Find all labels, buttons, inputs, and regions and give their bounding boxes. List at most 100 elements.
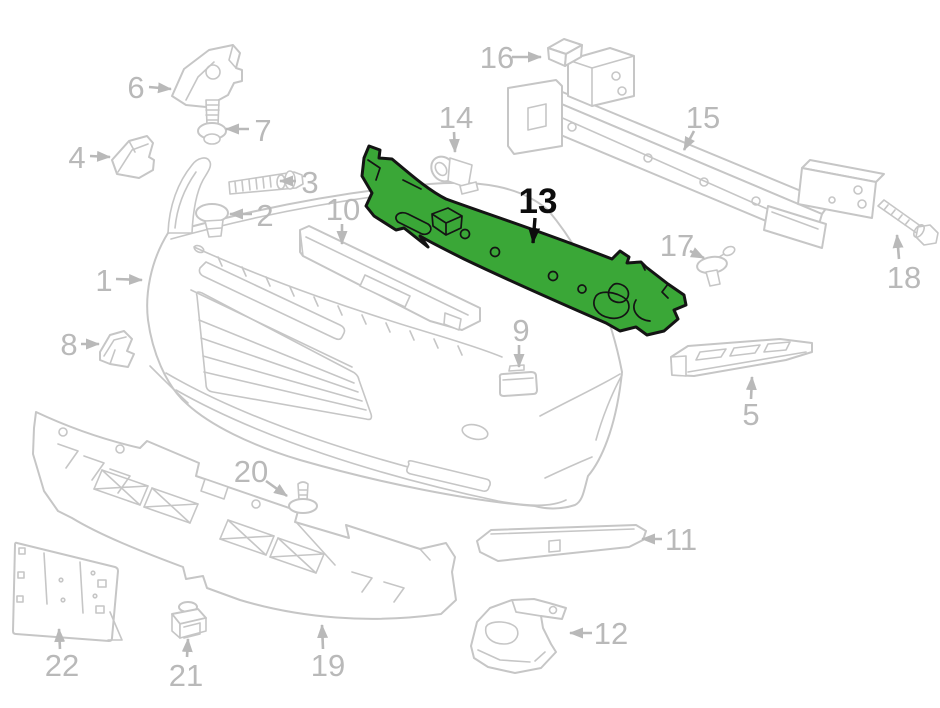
reinforcement-hole	[459, 228, 471, 240]
trim-outline	[476, 524, 647, 562]
screw-stem	[297, 481, 309, 501]
part-13-bumper-reinforcement-highlighted[interactable]	[360, 144, 688, 337]
callout-arrow-20	[265, 479, 288, 498]
rail-bottom-line	[687, 351, 807, 373]
callout-label-6[interactable]: 6	[127, 70, 144, 105]
callout-label-11[interactable]: 11	[665, 522, 697, 557]
bracket-creases	[185, 44, 237, 101]
beam-hole	[857, 199, 867, 209]
screw-base	[203, 133, 221, 145]
bolt-threads	[883, 204, 910, 226]
bracket-hole	[359, 274, 411, 308]
bolt-head	[915, 224, 939, 246]
fog-bracket-oval	[484, 621, 519, 645]
part-17-push-pin[interactable]	[696, 245, 736, 287]
callout-label-4[interactable]: 4	[68, 140, 85, 175]
callout-label-3[interactable]: 3	[301, 165, 318, 200]
callout-arrow-18	[892, 234, 904, 260]
cover-corner-horn	[167, 157, 212, 234]
cover-right-crease-vertical	[595, 374, 623, 441]
callout-label-10[interactable]: 10	[326, 192, 360, 227]
bracket-left-face	[299, 229, 304, 257]
undertray-tab	[200, 478, 229, 500]
callout-arrow-14	[448, 131, 460, 153]
callout-arrow-21	[181, 638, 193, 658]
reinforcement-hole	[489, 246, 501, 258]
plate-dot	[60, 597, 66, 603]
horn-crease	[174, 171, 197, 229]
bracket-inner-line	[305, 236, 469, 316]
part-9-tow-hook-cover[interactable]	[498, 364, 538, 397]
part-10-grille-bracket[interactable]	[299, 225, 481, 331]
plate-slots	[43, 552, 84, 614]
callout-label-14[interactable]: 14	[439, 100, 473, 135]
beam-hole	[828, 196, 836, 204]
part-6-corner-bracket[interactable]	[171, 44, 243, 108]
bracket-right-tab	[443, 312, 462, 331]
part-20-screw[interactable]	[288, 481, 318, 514]
part-16-spacer-block[interactable]	[547, 38, 583, 67]
part-8-clip-bracket[interactable]	[99, 330, 135, 368]
part-21-u-nut-clip[interactable]	[171, 601, 207, 639]
beam-hole	[611, 71, 621, 81]
callout-label-19[interactable]: 19	[311, 648, 345, 683]
part-2-grommet-nut[interactable]	[195, 203, 229, 238]
callout-label-15[interactable]: 15	[686, 100, 720, 135]
beam-left-plate	[507, 79, 563, 155]
callout-label-7[interactable]: 7	[254, 113, 271, 148]
cover-plate-line	[502, 377, 534, 381]
sensor-foot	[459, 181, 479, 195]
plate-dot	[90, 570, 96, 576]
callout-label-5[interactable]: 5	[742, 397, 759, 432]
cover-left-crease	[149, 365, 189, 404]
plate-outline	[12, 541, 119, 642]
callout-label-8[interactable]: 8	[60, 327, 77, 362]
beam-rivet	[751, 196, 761, 206]
callout-label-9[interactable]: 9	[512, 313, 529, 348]
callout-label-18[interactable]: 18	[887, 260, 921, 295]
beam-hole	[853, 185, 863, 195]
part-14-parking-sensor[interactable]	[427, 152, 479, 195]
callout-label-1[interactable]: 1	[95, 263, 112, 298]
part-11-lower-trim-strip[interactable]	[476, 524, 647, 562]
pin-stem	[705, 269, 721, 287]
cover-tick-edge	[193, 246, 503, 358]
rail-left-box	[670, 355, 687, 377]
reinforcement-hole	[547, 270, 559, 282]
cover-upper-slot	[198, 261, 346, 341]
part-3-stud-bolt[interactable]	[228, 170, 304, 195]
callout-arrow-5	[745, 376, 757, 400]
callout-label-2[interactable]: 2	[256, 198, 273, 233]
part-19-undertray[interactable]	[32, 411, 457, 620]
nut-stem-line	[206, 227, 222, 230]
bracket-creases	[117, 140, 149, 173]
plate-dot	[58, 577, 64, 583]
callout-label-22[interactable]: 22	[45, 648, 79, 683]
rail-slots	[695, 341, 791, 361]
reinforcement-box-mount	[431, 207, 463, 236]
cover-lower-duct	[406, 460, 491, 492]
beam-lower-bracket	[763, 205, 827, 249]
grille-slats	[198, 319, 367, 411]
beam-left-plate-hole	[527, 103, 547, 131]
callout-label-20[interactable]: 20	[234, 454, 268, 489]
plate-dot	[92, 593, 98, 599]
part-5-side-bracket-rail[interactable]	[670, 338, 813, 377]
pin-tip	[722, 245, 736, 257]
cover-right-crease-upper	[539, 373, 621, 417]
part-4-bracket[interactable]	[111, 135, 155, 179]
callout-label-13[interactable]: 13	[519, 182, 558, 221]
callout-label-16[interactable]: 16	[480, 40, 514, 75]
beam-rivet	[643, 153, 653, 163]
callout-label-17[interactable]: 17	[660, 228, 694, 263]
cover-lip-line-lower	[175, 389, 567, 507]
part-22-license-plate-bracket[interactable]	[12, 541, 123, 642]
callout-label-21[interactable]: 21	[169, 658, 203, 693]
part-18-bolt[interactable]	[877, 199, 939, 246]
part-12-fog-lamp-bracket[interactable]	[470, 598, 567, 674]
part-15-impact-beam[interactable]	[507, 47, 885, 249]
callout-label-12[interactable]: 12	[594, 616, 628, 651]
beam-right-plate	[797, 167, 877, 219]
